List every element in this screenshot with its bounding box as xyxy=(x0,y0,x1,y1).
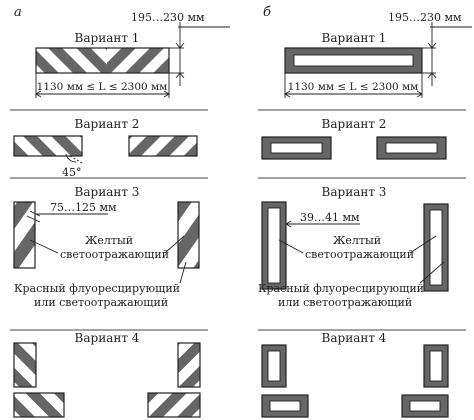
right-v3-plate-right xyxy=(423,203,449,292)
left-v1-plate xyxy=(35,47,170,74)
right-callout-yellow-line2: светоотражающий xyxy=(305,248,414,261)
right-v4-plate-left xyxy=(261,344,287,388)
right-v3-plate-left xyxy=(261,201,287,290)
left-v3-plate-right xyxy=(177,201,200,269)
panel-letter-b: б xyxy=(263,5,271,20)
left-variant-3-title: Вариант 3 xyxy=(75,185,140,199)
right-variant-4-title: Вариант 4 xyxy=(322,331,387,345)
right-v2-plate-left xyxy=(261,136,332,160)
right-v4-plate-bottom-left xyxy=(261,394,309,418)
right-variant-1-title: Вариант 1 xyxy=(322,31,387,45)
left-v4-plate-right xyxy=(177,342,201,388)
left-v2-plate-right xyxy=(128,135,198,157)
left-callout-red-line1: Красный флуоресцирующий xyxy=(14,282,180,295)
separators xyxy=(10,109,466,331)
right-v1-length-dimension xyxy=(284,73,423,98)
left-v3-stripe-dimension xyxy=(26,210,108,223)
left-v2-angle-marker xyxy=(65,153,85,165)
left-variant-4-title: Вариант 4 xyxy=(75,331,140,345)
left-callout-leaders xyxy=(29,235,187,284)
right-variant-2-title: Вариант 2 xyxy=(322,117,387,131)
right-v4-plate-right xyxy=(423,344,449,388)
right-v3-border-label: 39…41 мм xyxy=(300,211,360,224)
left-callout-yellow-line2: светоотражающий xyxy=(60,248,169,261)
left-v3-plate-left xyxy=(13,201,36,269)
left-v2-angle-label: 45° xyxy=(62,166,82,179)
right-v2-plate-right xyxy=(376,136,447,160)
right-v1-height-dimension xyxy=(422,22,472,86)
left-v2-plate-left xyxy=(13,135,83,157)
left-v4-plate-bottom-left xyxy=(13,392,65,418)
left-variant-2-title: Вариант 2 xyxy=(75,117,140,131)
left-v4-plate-bottom-right xyxy=(147,392,201,418)
left-callout-red-line2: или светоотражающий xyxy=(34,296,168,309)
left-v1-length-label: 1130 мм ≤ L ≤ 2300 мм xyxy=(37,81,168,93)
left-callout-yellow-line1: Желтый xyxy=(85,234,133,247)
right-variant-3-title: Вариант 3 xyxy=(322,185,387,199)
right-callout-red-line1: Красный флуоресцирующий xyxy=(258,282,424,295)
left-v4-plate-left xyxy=(13,342,37,388)
panel-letter-a: а xyxy=(14,5,22,20)
right-callout-leaders xyxy=(278,235,445,284)
right-callout-red-line2: или светоотражающий xyxy=(278,296,412,309)
left-v1-height-label: 195…230 мм xyxy=(131,11,205,24)
right-v1-plate xyxy=(284,47,423,74)
right-v3-border-dimension xyxy=(285,220,360,228)
left-variant-1-title: Вариант 1 xyxy=(75,31,140,45)
right-v1-height-label: 195…230 мм xyxy=(388,11,462,24)
right-v4-plate-bottom-right xyxy=(401,394,449,418)
right-callout-yellow-line1: Желтый xyxy=(333,234,381,247)
right-v1-length-label: 1130 мм ≤ L ≤ 2300 мм xyxy=(288,81,419,93)
left-v3-stripe-label: 75…125 мм xyxy=(50,201,117,214)
left-v1-length-dimension xyxy=(35,73,170,98)
left-v1-height-dimension xyxy=(169,22,230,86)
